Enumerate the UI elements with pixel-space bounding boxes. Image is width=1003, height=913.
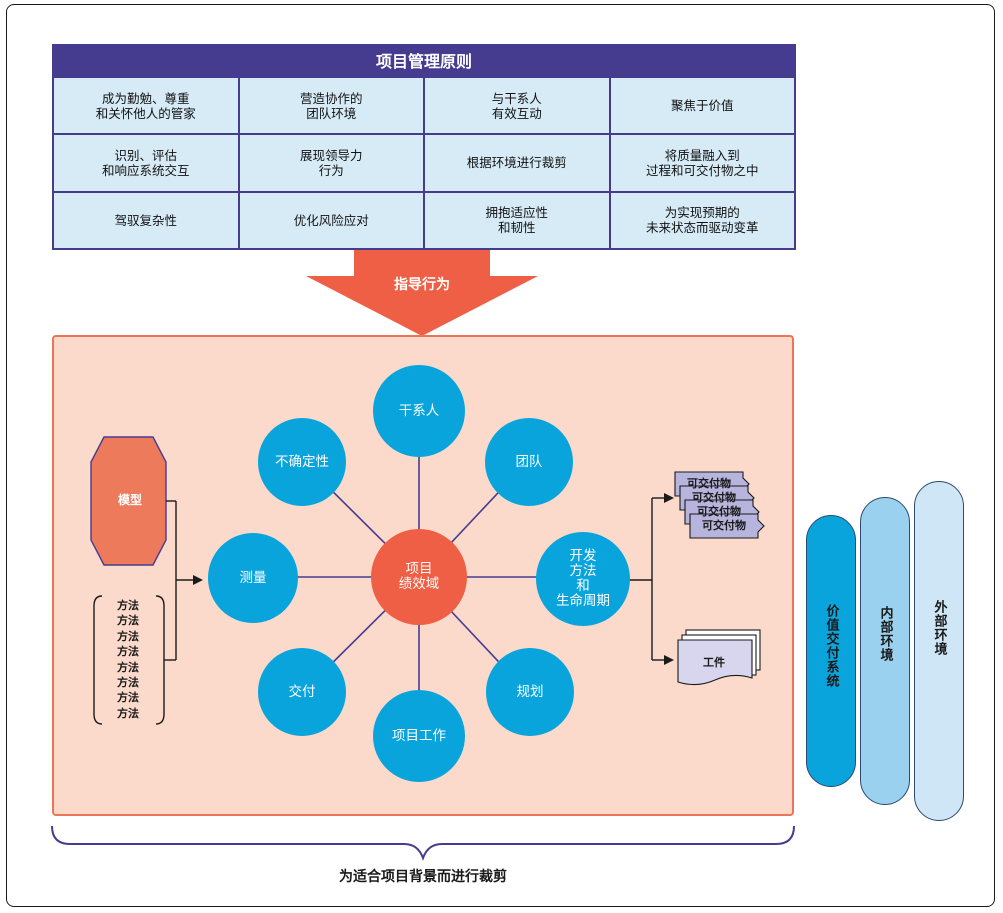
method-item: 方法	[117, 691, 139, 705]
principle-cell: 根据环境进行裁剪	[425, 135, 609, 191]
guide-arrow-label: 指导行为	[394, 277, 450, 293]
external-environment: 外部环境	[914, 481, 964, 821]
domain-team: 团队	[485, 418, 573, 506]
method-item: 方法	[117, 629, 139, 643]
principles-title: 项目管理原则	[54, 46, 794, 78]
principle-cell: 优化风险应对	[239, 192, 423, 248]
artifacts-document	[677, 639, 753, 686]
domain-development-approach-life-cycle: 开发 方法 和 生命周期	[536, 532, 630, 626]
domain-delivery: 交付	[258, 648, 346, 736]
principle-cell: 识别、评估 和响应系统交互	[54, 135, 238, 191]
principles-table: 项目管理原则 成为勤勉、尊重 和关怀他人的管家 营造协作的 团队环境 与干系人 …	[52, 44, 796, 250]
principle-cell: 聚焦于价值	[610, 78, 794, 134]
principle-cell: 营造协作的 团队环境	[239, 78, 423, 134]
method-item: 方法	[117, 706, 139, 720]
deliverable-tag	[689, 513, 765, 539]
guide-arrow	[306, 250, 538, 336]
method-item: 方法	[117, 599, 139, 612]
model-hexagon	[90, 436, 167, 566]
figure-frame	[6, 4, 995, 907]
principles-grid: 成为勤勉、尊重 和关怀他人的管家 营造协作的 团队环境 与干系人 有效互动 聚焦…	[54, 78, 794, 248]
domain-project-work: 项目工作	[373, 690, 465, 782]
domain-measurement: 测量	[208, 533, 298, 623]
principle-cell: 驾驭复杂性	[54, 192, 238, 248]
method-item: 方法	[117, 614, 139, 628]
model-label: 模型	[117, 493, 142, 507]
domain-uncertainty: 不确定性	[258, 418, 346, 506]
principle-cell: 将质量融入到 过程和可交付物之中	[610, 135, 794, 191]
deliverable-label: 可交付物	[702, 519, 746, 532]
deliverable-label: 可交付物	[687, 477, 731, 490]
domain-planning: 规划	[486, 648, 574, 736]
deliverable-label: 可交付物	[692, 491, 736, 504]
internal-environment: 内部环境	[860, 497, 910, 805]
principle-cell: 为实现预期的 未来状态而驱动变革	[610, 192, 794, 248]
method-item: 方法	[117, 676, 139, 690]
deliverable-label: 可交付物	[697, 505, 741, 518]
methods-list: 方法 方法 方法 方法 方法 方法 方法 方法	[108, 598, 148, 721]
principle-cell: 与干系人 有效互动	[425, 78, 609, 134]
method-item: 方法	[117, 645, 139, 659]
principle-cell: 成为勤勉、尊重 和关怀他人的管家	[54, 78, 238, 134]
artifacts-label: 工件	[703, 656, 725, 669]
center-performance-domains: 项目 绩效域	[371, 529, 467, 625]
tailoring-label: 为适合项目背景而进行裁剪	[339, 869, 507, 885]
domain-stakeholders: 干系人	[373, 365, 465, 457]
value-delivery-system: 价值交付系统	[806, 515, 856, 787]
principle-cell: 展现领导力 行为	[239, 135, 423, 191]
method-item: 方法	[117, 660, 139, 674]
principle-cell: 拥抱适应性 和韧性	[425, 192, 609, 248]
